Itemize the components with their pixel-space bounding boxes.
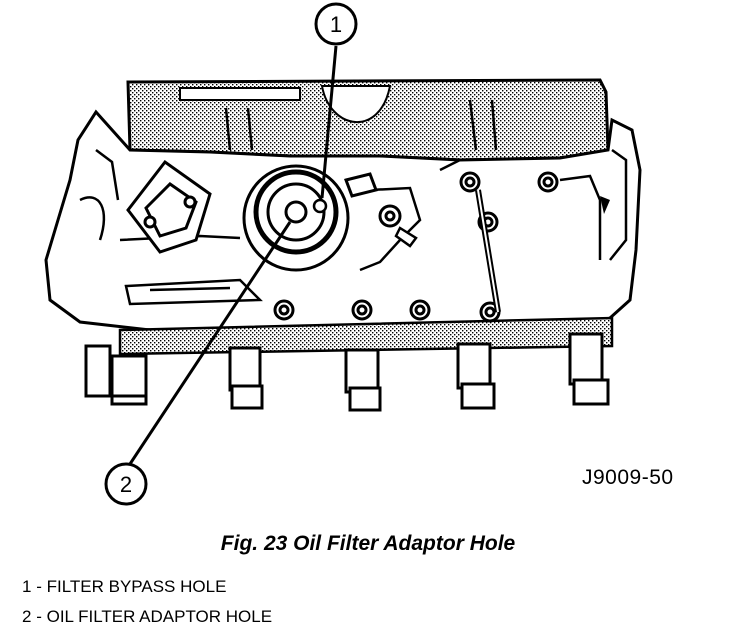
oil-pump-flange (126, 159, 212, 254)
legend-item-1: 1 - FILTER BYPASS HOLE (22, 577, 227, 596)
oil-filter-adaptor-hole (284, 200, 308, 224)
casting-contours (79, 99, 628, 306)
callout-leaders (124, 45, 338, 471)
cylinder-head-bolts (84, 332, 610, 412)
callout-1-marker: 1 (314, 2, 358, 46)
legend-number: 1 (22, 577, 32, 596)
oil-filter-adaptor-boss (242, 164, 350, 272)
bolt-heads (273, 171, 559, 323)
callout-2-marker: 2 (104, 462, 148, 506)
callout-1-number: 1 (330, 12, 342, 37)
callout-legend: 1 - FILTER BYPASS HOLE 2 - OIL FILTER AD… (22, 572, 272, 632)
legend-number: 2 (22, 607, 32, 626)
filter-bypass-hole (312, 198, 328, 214)
legend-item-2: 2 - OIL FILTER ADAPTOR HOLE (22, 607, 273, 626)
dipstick-tab (394, 226, 418, 248)
block-marker (600, 196, 610, 214)
legend-text: FILTER BYPASS HOLE (46, 577, 227, 596)
figure-caption: Fig. 23 Oil Filter Adaptor Hole (220, 532, 516, 555)
cylinder-head-gasket-surface (126, 78, 610, 162)
callout-2-number: 2 (120, 472, 132, 497)
figure-code: J9009-50 (582, 466, 674, 489)
legend-text: OIL FILTER ADAPTOR HOLE (46, 607, 273, 626)
engine-block-illustration: 1 2 (44, 2, 642, 506)
